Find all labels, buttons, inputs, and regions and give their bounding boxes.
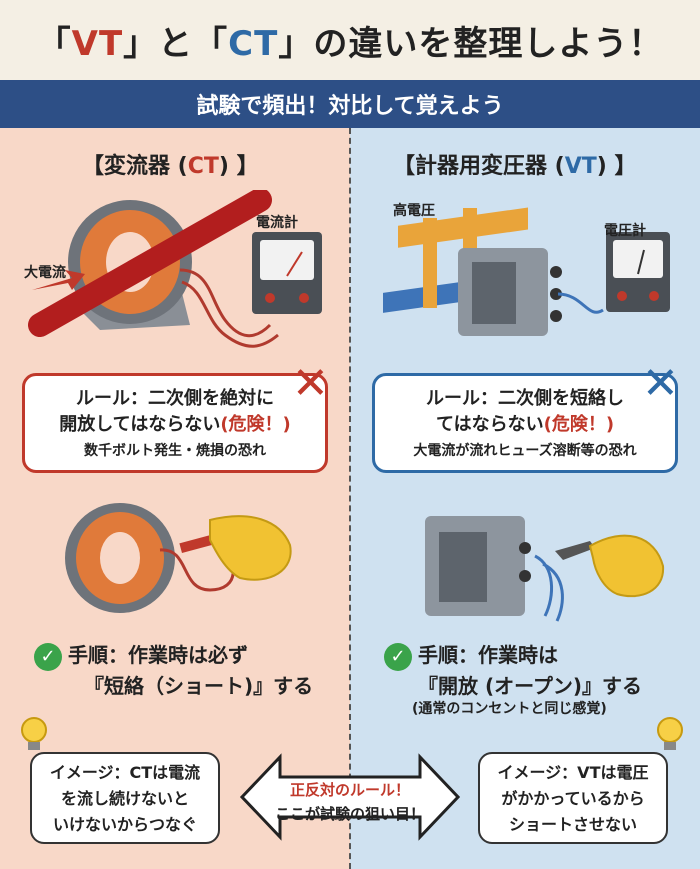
vt-image-box: イメージ：VTは電圧 がかかっているから ショートさせない <box>478 752 668 844</box>
ct-rule-line1: ルール：二次側を絶対に <box>76 388 274 409</box>
vt-terminal-2 <box>550 288 562 300</box>
lightbulb-icon-2 <box>657 717 683 750</box>
vt-rule-note: 大電流が流れヒューズ溶断等の恐れ <box>413 443 637 459</box>
vt-heading-text: 【計器用変圧器 ( <box>393 154 565 179</box>
pliers-icon <box>555 541 595 560</box>
page-title: 「VT」と「CT」の違いを整理しよう！ <box>37 16 664 65</box>
ct-image-line2: を流し続けないと <box>60 789 189 808</box>
vt-image-line3: ショートさせない <box>508 815 637 834</box>
vt-heading-close: ) 】 <box>596 154 637 179</box>
ct-wire-2 <box>181 280 279 348</box>
ct-wire <box>179 268 272 338</box>
voltmeter-needle <box>637 249 645 275</box>
check-icon: ✓ <box>34 642 62 671</box>
ct-rule-text: 開放してはならない <box>59 414 221 435</box>
conductor-bar-icon <box>28 190 272 337</box>
vt-heading-acronym: VT <box>564 154 597 179</box>
vt-wire <box>557 292 604 314</box>
vt-wire-3 <box>542 562 564 622</box>
ammeter-terminal-2 <box>299 293 309 303</box>
vt-wire-2 <box>534 554 554 617</box>
ct-danger-text: (危険！) <box>220 414 291 435</box>
title-vt: VT <box>71 23 124 64</box>
vt-image-line2: がかかっているから <box>501 789 645 808</box>
ct-image-line1: イメージ：CTは電流 <box>49 763 201 782</box>
busbar-post <box>423 218 437 308</box>
voltmeter-dial <box>613 240 663 278</box>
ct-short-illustration <box>65 503 292 613</box>
current-arrow-icon <box>32 270 85 290</box>
ct-step-text1: 手順：作業時は必ず <box>68 643 248 667</box>
title-connector: 」と「 <box>123 23 229 64</box>
voltmeter-terminal <box>617 291 627 301</box>
vt-step: ✓手順：作業時は 『開放 (オープン)』する <box>384 640 642 701</box>
high-voltage-label: 高電圧 <box>393 203 435 219</box>
gloved-hand-icon <box>209 515 292 581</box>
ct-heading-text: 【変流器 ( <box>82 154 188 179</box>
center-line2: ここが試験の狙い目！ <box>274 805 425 823</box>
vt-x-icon: ✕ <box>642 358 679 409</box>
vt-rule-text: てはならない <box>435 414 544 435</box>
vt-step-note: (通常のコンセントと同じ感覚) <box>412 701 607 717</box>
vt-danger-text: (危険！) <box>543 414 615 435</box>
vt-illustration <box>383 207 670 336</box>
vt-step-line2: 『開放 (オープン)』する <box>418 673 643 698</box>
ammeter-needle <box>286 251 303 277</box>
vt-open-illustration <box>425 516 665 622</box>
ammeter-terminal <box>265 293 275 303</box>
ct-x-icon: ✕ <box>292 358 329 409</box>
ct-step-line2: 『短絡（ショート)』する <box>84 673 314 698</box>
ct-image-line3: いけないからつなぐ <box>52 815 197 834</box>
title-bar: 「VT」と「CT」の違いを整理しよう！ <box>0 0 700 80</box>
vt-terminal-4 <box>519 542 531 554</box>
voltmeter-terminal-2 <box>649 291 659 301</box>
vt-terminal <box>550 266 562 278</box>
subtitle: 試験で頻出！対比して覚えよう <box>196 94 504 119</box>
ct-image-box: イメージ：CTは電流 を流し続けないと いけないからつなぐ <box>30 752 220 844</box>
vt-heading: 【計器用変圧器 (VT) 】 <box>393 148 636 180</box>
title-ct: CT <box>228 23 279 64</box>
ct-step-line1: ✓手順：作業時は必ず <box>34 640 313 671</box>
vt-image-line1: イメージ：VTは電圧 <box>497 763 649 782</box>
check-icon-2: ✓ <box>384 642 412 671</box>
ct-step: ✓手順：作業時は必ず 『短絡（ショート)』する <box>34 640 313 701</box>
center-arrow-text: 正反対のルール！ ここが試験の狙い目！ <box>240 778 460 826</box>
vt-fins <box>472 262 516 324</box>
vt-step-text1: 手順：作業時は <box>418 643 558 667</box>
vt-step-line1: ✓手順：作業時は <box>384 640 642 671</box>
ct-rule-line2: 開放してはならない(危険！) <box>25 412 325 438</box>
ct-heading-close: ) 】 <box>218 154 259 179</box>
gloved-hand-2-icon <box>588 534 665 598</box>
ammeter-dial <box>260 240 314 280</box>
title-bracket: 「 <box>36 23 72 64</box>
vt-rule-box: ルール：二次側を短絡し てはならない(危険！) 大電流が流れヒューズ溶断等の恐れ <box>372 373 678 473</box>
vt-terminal-3 <box>550 310 562 322</box>
ct-rule-note: 数千ボルト発生・焼損の恐れ <box>84 443 266 459</box>
ct-heading: 【変流器 (CT) 】 <box>82 148 259 180</box>
ammeter-label: 電流計 <box>256 215 298 231</box>
large-current-label: 大電流 <box>24 265 66 281</box>
center-divider <box>349 128 351 869</box>
ct-rule-box: ルール：二次側を絶対に 開放してはならない(危険！) 数千ボルト発生・焼損の恐れ <box>22 373 328 473</box>
ct-heading-acronym: CT <box>187 154 219 179</box>
title-tail: 」の違いを整理しよう！ <box>278 23 664 64</box>
vt-rule-line2: てはならない(危険！) <box>375 412 675 438</box>
double-arrow-icon <box>240 753 460 841</box>
vt-rule-line1: ルール：二次側を短絡し <box>426 388 624 409</box>
subtitle-bar: 試験で頻出！対比して覚えよう <box>0 80 700 128</box>
ct-hole-2 <box>100 532 140 584</box>
center-line1: 正反対のルール！ <box>289 781 410 799</box>
ct-illustration <box>28 190 322 348</box>
voltmeter-label: 電圧計 <box>604 223 646 239</box>
vt-fins-2 <box>439 532 487 602</box>
vt-terminal-5 <box>519 570 531 582</box>
lightbulb-icon <box>21 717 47 750</box>
